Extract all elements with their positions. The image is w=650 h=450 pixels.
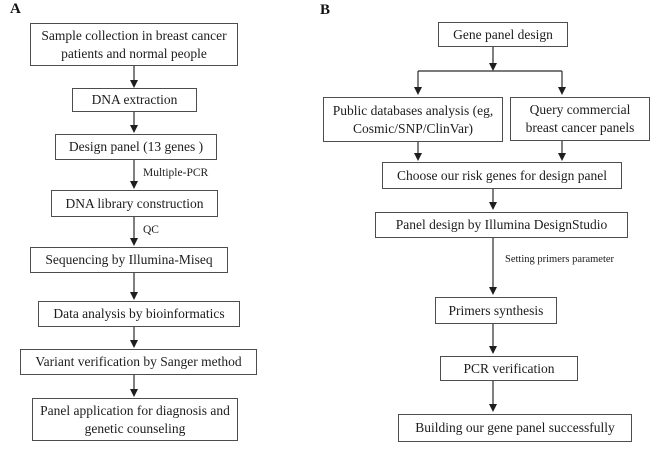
box-pcr-verification: PCR verification <box>440 356 578 381</box>
box-public-databases-analysis: Public databases analysis (eg, Cosmic/SN… <box>323 97 503 142</box>
box-choose-risk-genes: Choose our risk genes for design panel <box>382 162 622 189</box>
box-data-analysis: Data analysis by bioinformatics <box>38 301 240 327</box>
box-sample-collection: Sample collection in breast cancer patie… <box>30 23 238 66</box>
arrow-label-multiple-pcr: Multiple-PCR <box>143 167 209 179</box>
panel-b-label: B <box>320 2 331 18</box>
arrow-label-qc: QC <box>143 224 159 236</box>
box-sequencing-illumina-miseq: Sequencing by Illumina-Miseq <box>30 247 228 273</box>
box-panel-application: Panel application for diagnosis and gene… <box>32 398 238 441</box>
arrow-label-setting-primers: Setting primers parameter <box>505 254 615 265</box>
panel-a-label: A <box>10 1 21 17</box>
box-primers-synthesis: Primers synthesis <box>435 297 557 324</box>
box-gene-panel-design: Gene panel design <box>438 22 568 47</box>
box-dna-library-construction: DNA library construction <box>51 190 218 217</box>
box-design-panel: Design panel (13 genes ) <box>55 134 217 160</box>
box-building-gene-panel: Building our gene panel successfully <box>398 414 632 442</box>
box-variant-verification: Variant verification by Sanger method <box>20 349 257 375</box>
box-panel-design-designstudio: Panel design by Illumina DesignStudio <box>375 212 628 238</box>
box-query-commercial-panels: Query commercial breast cancer panels <box>510 97 650 141</box>
box-dna-extraction: DNA extraction <box>72 88 197 112</box>
